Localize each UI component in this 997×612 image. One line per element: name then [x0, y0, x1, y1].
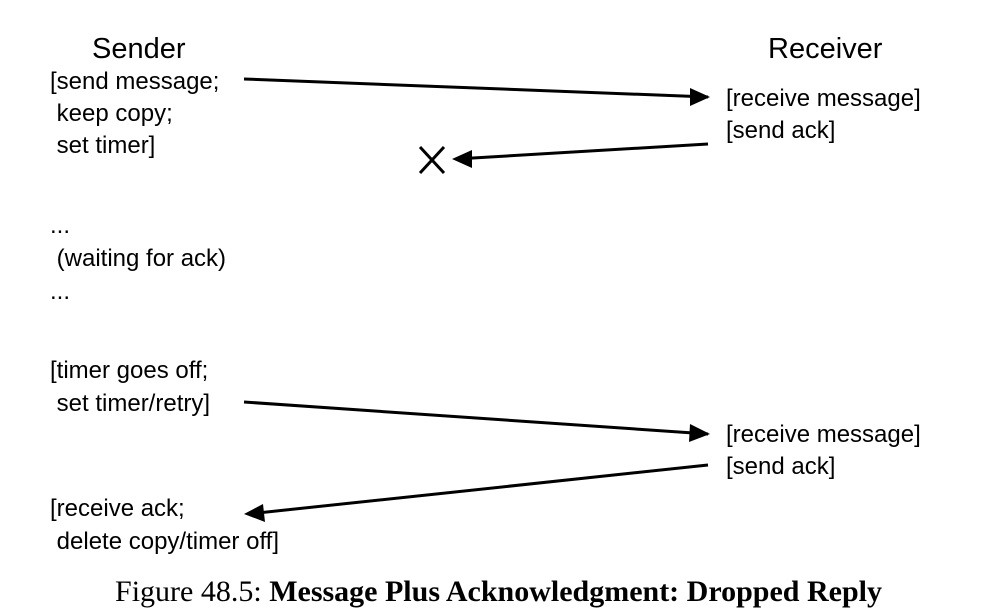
waiting-line-1: ... — [50, 212, 71, 239]
caption-prefix: Figure 48.5: — [115, 575, 270, 608]
arrow-dropped-ack — [455, 142, 709, 161]
receiver-first-line-2: [send ack] — [726, 117, 836, 144]
sender-header: Sender — [92, 33, 186, 65]
waiting-line-3: ... — [50, 278, 71, 305]
waiting-line-2: (waiting for ack) — [50, 245, 227, 272]
arrow-final-ack — [247, 463, 709, 516]
arrowhead-retry-message — [689, 424, 710, 442]
sender-retry-line-1: [timer goes off; — [50, 357, 209, 384]
receiver-second-line-2: [send ack] — [726, 453, 836, 480]
figure-caption: Figure 48.5: Message Plus Acknowledgment… — [0, 574, 997, 610]
arrowhead-send-message — [690, 88, 710, 106]
arrowhead-dropped-ack — [452, 150, 472, 168]
sender-send-line-2: keep copy; — [50, 100, 173, 127]
sender-send-line-1: [send message; — [50, 68, 220, 95]
receiver-second-line-1: [receive message] — [726, 421, 921, 448]
dropped-x-icon — [418, 145, 446, 175]
arrow-send-message — [243, 77, 709, 99]
caption-title: Message Plus Acknowledgment: Dropped Rep… — [269, 575, 882, 608]
sender-retry-line-2: set timer/retry] — [50, 390, 211, 417]
receiver-header: Receiver — [768, 33, 883, 65]
arrowhead-final-ack — [244, 504, 265, 522]
receiver-first-line-1: [receive message] — [726, 85, 921, 112]
sender-send-line-3: set timer] — [50, 132, 156, 159]
sender-receive-line-2: delete copy/timer off] — [50, 528, 280, 555]
arrow-retry-message — [243, 400, 709, 436]
sender-receive-line-1: [receive ack; — [50, 495, 185, 522]
